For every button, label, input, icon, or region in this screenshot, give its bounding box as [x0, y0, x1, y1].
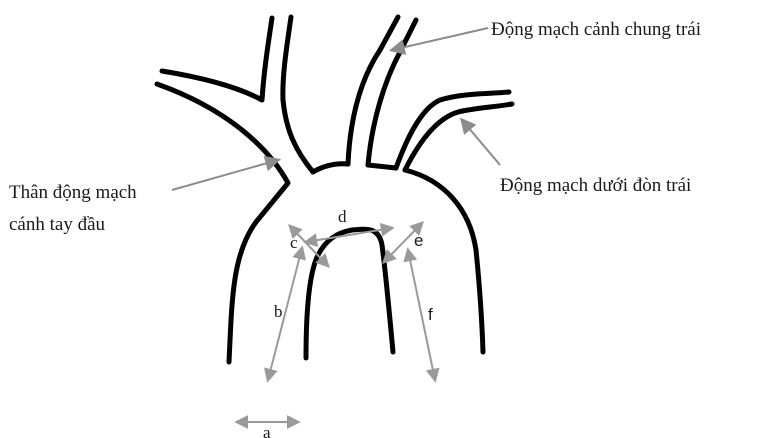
label-left-common-carotid: Động mạch cảnh chung trái [491, 19, 701, 40]
measurement-arrows [237, 223, 435, 422]
descending-aorta-outer-wall [405, 170, 483, 352]
measure-d-label: d [338, 207, 347, 226]
measure-b-label: b [274, 302, 283, 321]
label-left-subclavian: Động mạch dưới đòn trái [500, 175, 691, 196]
arch-mid-segment [368, 165, 396, 168]
label-brachiocephalic-line2: cánh tay đầu [9, 214, 106, 235]
measure-a-label: a [263, 423, 271, 438]
aorta-outline [157, 17, 512, 362]
measure-c-label: c [290, 233, 298, 252]
brachiocephalic-upper-branch-left [162, 18, 272, 100]
ascending-aorta-outer-wall [157, 84, 288, 362]
label-brachiocephalic-line1: Thân động mạch [9, 182, 137, 203]
arch-top-segment [313, 164, 348, 172]
measurement-labels: a b c d e f [263, 207, 433, 438]
inner-curvature [306, 229, 393, 358]
brachiocephalic-upper-branch-right [283, 17, 313, 172]
measure-f-label: f [428, 305, 433, 324]
anatomical-labels: Động mạch cảnh chung trái Động mạch dưới… [9, 19, 701, 235]
pointer-left-subclavian [462, 120, 500, 165]
pointer-brachiocephalic [172, 160, 278, 190]
measure-e-label: e [414, 231, 423, 250]
